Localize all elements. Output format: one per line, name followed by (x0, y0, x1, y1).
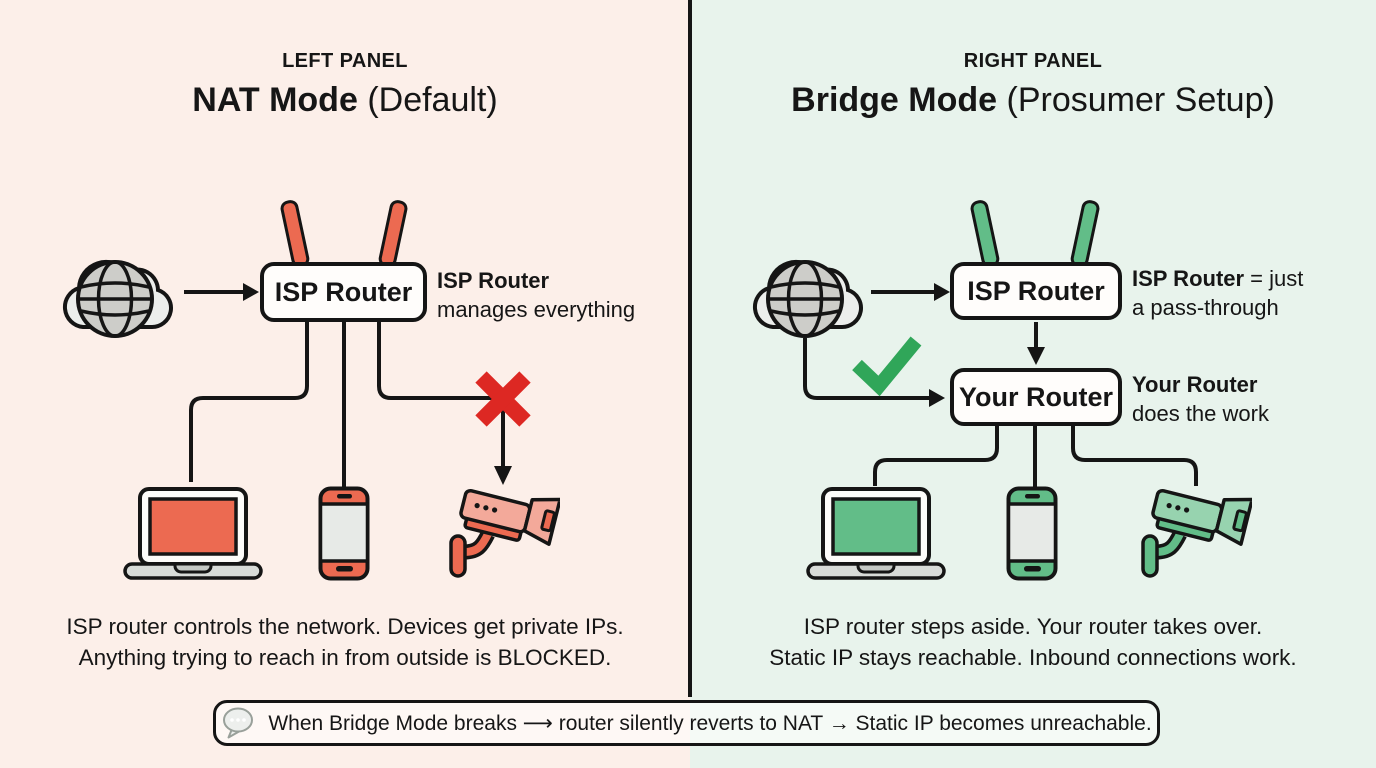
home-button (1024, 566, 1041, 572)
left-panel-eyebrow: LEFT PANEL (282, 50, 408, 72)
check-icon (852, 336, 922, 397)
internet-cloud-icon (752, 259, 863, 338)
right-panel-header: RIGHT PANEL Bridge Mode (Prosumer Setup) (690, 50, 1376, 120)
left-connector-lines (184, 283, 531, 492)
arrow-right-icon (929, 389, 945, 407)
your-router-note: Your Router does the work (1132, 372, 1269, 426)
arrow-right-icon (934, 283, 950, 301)
smartphone-icon (318, 486, 370, 581)
left-panel-caption: ISP router controls the network. Devices… (66, 614, 624, 670)
right-panel-title: Bridge Mode (Prosumer Setup) (791, 81, 1275, 119)
right-panel-eyebrow: RIGHT PANEL (963, 50, 1103, 72)
blocked-x-icon (475, 371, 531, 427)
arrow-down-icon (1027, 347, 1045, 365)
speaker-slot (1025, 494, 1040, 499)
footer-warning-text: When Bridge Mode breaks ⟶ router silentl… (268, 711, 1152, 735)
speaker-slot (337, 494, 352, 499)
home-button (336, 566, 353, 572)
left-panel-title: NAT Mode (Default) (192, 81, 498, 119)
laptop-icon (123, 487, 263, 580)
laptop-icon (806, 487, 946, 580)
panel-divider (688, 0, 692, 697)
right-connector-lines (803, 283, 1198, 492)
internet-cloud-icon (62, 259, 173, 338)
isp-router-note: ISP Router = just a pass-through (1132, 266, 1304, 320)
security-camera-icon (1141, 488, 1252, 578)
arrow-right-icon (243, 283, 259, 301)
left-panel-header: LEFT PANEL NAT Mode (Default) (0, 50, 690, 120)
footer-warning-banner: When Bridge Mode breaks ⟶ router silentl… (213, 700, 1160, 746)
speech-bubble-icon (223, 707, 254, 739)
smartphone-icon (1006, 486, 1058, 581)
your-router-box: Your Router (950, 368, 1122, 426)
isp-router-box: ISP Router (950, 262, 1122, 320)
right-panel-caption: ISP router steps aside. Your router take… (769, 614, 1297, 670)
arrow-down-icon (494, 466, 512, 485)
isp-router-note: ISP Router manages everything (437, 268, 636, 322)
isp-router-box: ISP Router (260, 262, 427, 322)
security-camera-icon (449, 488, 560, 578)
